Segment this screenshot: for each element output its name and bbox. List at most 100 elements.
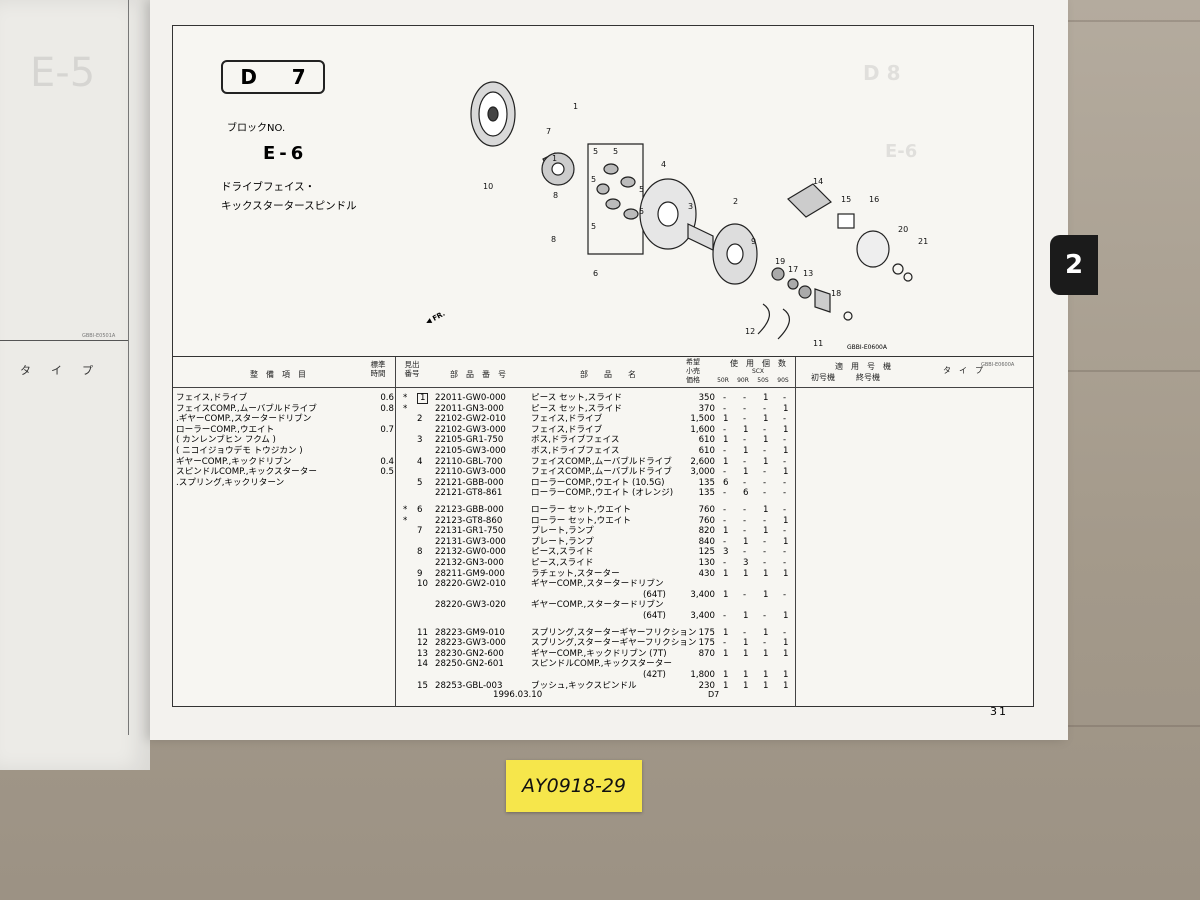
part-qty: -	[723, 515, 727, 526]
part-qty: 1	[763, 589, 769, 600]
part-qty: 1	[783, 611, 789, 621]
block-description-2: キックスタータースピンドル	[221, 200, 357, 212]
diagram-kick-spring	[856, 230, 890, 268]
part-price: 175	[698, 627, 715, 638]
diagram-kick-driven-gear	[814, 288, 831, 313]
part-qty: 1	[763, 456, 769, 467]
part-name: ピース セット,スライド	[531, 393, 622, 403]
part-qty: 1	[763, 648, 769, 659]
svg-text:5: 5	[591, 175, 596, 184]
part-ref-no: 7	[417, 526, 423, 537]
part-qty: -	[763, 488, 767, 499]
header-model-50s: 50S	[757, 377, 769, 384]
part-qty: 1	[783, 467, 789, 478]
part-qty: 1	[723, 435, 729, 446]
part-qty: -	[763, 536, 767, 547]
header-model-90r: 90R	[737, 377, 749, 384]
part-qty: 1	[763, 526, 769, 537]
part-qty: -	[723, 424, 727, 435]
part-qty: 1	[743, 680, 749, 691]
part-qty: -	[783, 435, 787, 446]
part-qty: 1	[783, 638, 789, 649]
part-qty: 1	[783, 648, 789, 659]
header-applicable: 適 用 号 機	[835, 362, 891, 371]
part-name: ギヤーCOMP.,スタータードリブン	[531, 579, 664, 590]
svg-text:18: 18	[831, 289, 841, 298]
svg-text:1: 1	[573, 102, 578, 111]
diagram-code: GBBI-E0600A	[847, 344, 887, 351]
part-price: 610	[698, 435, 715, 446]
part-qty: 3	[743, 558, 749, 568]
part-qty: -	[763, 515, 767, 526]
header-model-50r: 50R	[717, 377, 729, 384]
part-mark: *	[403, 393, 408, 403]
part-qty: 1	[743, 446, 749, 456]
part-qty: 1	[723, 568, 729, 579]
svg-text:4: 4	[661, 160, 666, 169]
part-qty: 1	[763, 505, 769, 515]
part-name: ギヤーCOMP.,スタータードリブン	[531, 600, 664, 611]
part-number: 28211-GM9-000	[435, 568, 505, 579]
part-mark: *	[403, 505, 408, 515]
parts-table: 整 備 項 目 標準 時間 見出 番号 部 品 番 号 部 品 名 希望 小売 …	[173, 356, 1033, 707]
part-price: 840	[698, 536, 715, 547]
part-qty: 1	[783, 403, 789, 414]
part-qty: -	[723, 446, 727, 456]
part-name: ローラー セット,ウエイト	[531, 505, 631, 515]
part-number: 22132-GN3-000	[435, 558, 504, 568]
part-qty: -	[763, 477, 767, 488]
part-name: スピンドルCOMP.,キックスターター	[531, 659, 672, 670]
section-tab: 2	[1050, 235, 1098, 295]
part-name: フェイスCOMP.,ムーバブルドライブ	[531, 456, 672, 467]
part-number: 22123-GBB-000	[435, 505, 504, 515]
part-number: 22102-GW2-010	[435, 414, 506, 425]
part-name: ピース セット,スライド	[531, 403, 622, 414]
part-number: 22110-GW3-000	[435, 467, 506, 478]
part-name: スプリング,スターターギヤーフリクション	[531, 638, 697, 649]
footer-date: 1996.03.10	[493, 690, 543, 700]
header-part-no: 部 品 番 号	[450, 370, 506, 379]
svg-text:10: 10	[483, 182, 493, 191]
part-qty: 1	[723, 589, 729, 600]
block-letter: D	[240, 65, 257, 89]
svg-text:15: 15	[841, 195, 851, 204]
part-ref-no: 1	[417, 393, 429, 404]
part-qty: -	[723, 403, 727, 414]
part-qty: 1	[783, 680, 789, 691]
part-number: 22011-GW0-000	[435, 393, 506, 403]
part-name: ローラーCOMP.,ウエイト (オレンジ)	[531, 488, 674, 499]
part-name: ボス,ドライブフェイス	[531, 435, 620, 446]
part-qty: -	[763, 403, 767, 414]
part-ref-no: 14	[417, 659, 428, 670]
part-name: ギヤーCOMP.,キックドリブン (7T)	[531, 648, 667, 659]
part-price: 135	[698, 477, 715, 488]
part-ref-no: 11	[417, 627, 428, 638]
part-number: 22011-GN3-000	[435, 403, 504, 414]
svg-text:16: 16	[869, 195, 879, 204]
part-number: 22102-GW3-000	[435, 424, 506, 435]
part-qty: 1	[743, 670, 749, 680]
service-item: .スプリング,キックリターン	[176, 477, 285, 488]
part-number: 22105-GW3-000	[435, 446, 506, 456]
part-qty: -	[783, 627, 787, 638]
part-qty: -	[763, 611, 767, 621]
svg-text:9: 9	[751, 237, 756, 246]
service-item: ( ニコイジョウデモ トウジカン )	[176, 445, 303, 456]
ghost-block: D 8	[863, 61, 901, 85]
part-qty: 1	[723, 627, 729, 638]
part-name: (42T)	[643, 670, 666, 680]
part-number: 22131-GR1-750	[435, 526, 504, 537]
part-qty: -	[783, 477, 787, 488]
part-ref-no: 6	[417, 505, 423, 515]
part-qty: -	[723, 611, 727, 621]
part-number: 22105-GR1-750	[435, 435, 504, 446]
svg-text:14: 14	[813, 177, 823, 186]
part-name: フェイス,ドライブ	[531, 414, 603, 425]
svg-text:12: 12	[745, 327, 755, 336]
header-first-no: 初号機	[811, 373, 835, 382]
part-qty: 1	[763, 414, 769, 425]
part-number: 28250-GN2-601	[435, 659, 504, 670]
